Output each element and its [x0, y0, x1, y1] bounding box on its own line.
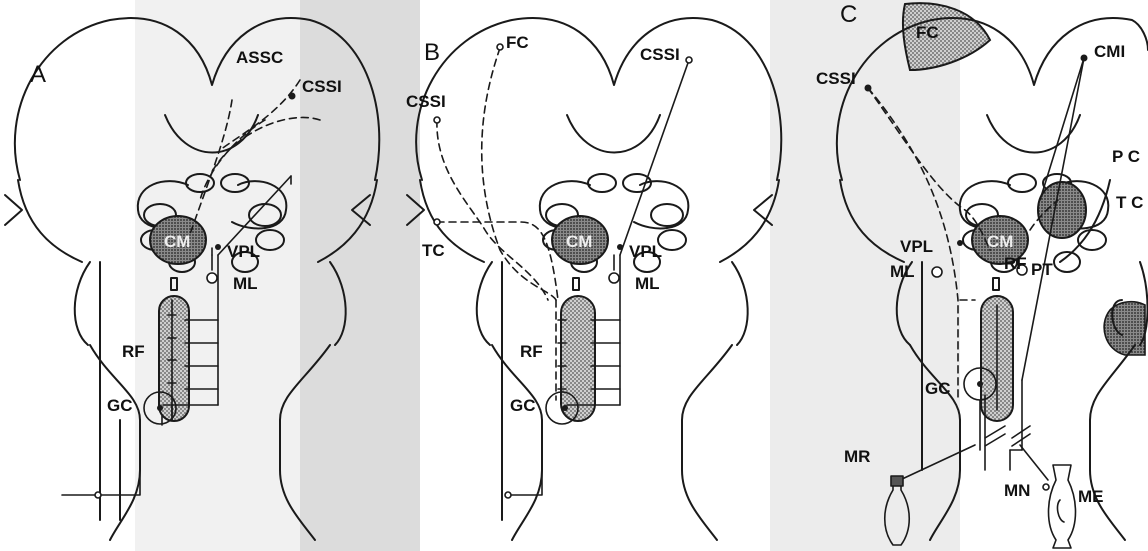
panel-c-letter: C	[840, 1, 857, 28]
cmi-neuron-c	[1081, 55, 1088, 62]
label-vpl-a: VPL	[227, 242, 260, 261]
label-fc-c: FC	[916, 23, 939, 42]
gc-neuron-c	[977, 381, 983, 387]
gc-neuron-a	[157, 405, 163, 411]
vpl-neuron-c	[957, 240, 963, 246]
label-tc-b: TC	[422, 241, 445, 260]
label-vpl-b: VPL	[629, 242, 662, 261]
cssi-neuron-b-right	[686, 57, 692, 63]
label-me: ME	[1078, 487, 1104, 506]
label-gc-b: GC	[510, 396, 536, 415]
tc-region-c	[1104, 302, 1145, 355]
ml-fiber-c	[932, 267, 942, 277]
peripheral-input-b	[505, 492, 511, 498]
label-cssi-b-left: CSSI	[406, 92, 446, 111]
ml-fiber-a	[207, 273, 217, 283]
gc-neuron-b	[562, 405, 568, 411]
bg-patch-right	[770, 0, 960, 551]
label-gc-c: GC	[925, 379, 951, 398]
muscle-effector-c	[1049, 465, 1076, 548]
vpl-neuron-a	[215, 244, 221, 250]
brain-outline-b	[407, 18, 781, 540]
label-assc: ASSC	[236, 48, 283, 67]
label-cm-b: CM	[566, 232, 592, 251]
tc-neuron-b	[434, 219, 440, 225]
panel-b: B FC CSSI CSSI CM VPL TC ML RF GC	[406, 18, 781, 540]
label-gc-a: GC	[107, 396, 133, 415]
cssi-neuron-b-left	[434, 117, 440, 123]
pathways-b	[506, 60, 689, 495]
label-pt: PT	[1031, 260, 1053, 279]
ml-fiber-b	[609, 273, 619, 283]
panel-b-letter: B	[424, 39, 440, 66]
mn-neuron-c	[1043, 484, 1049, 490]
label-ml-a: ML	[233, 274, 258, 293]
label-mn: MN	[1004, 481, 1030, 500]
label-rf-a: RF	[122, 342, 145, 361]
label-ml-c: ML	[890, 262, 915, 281]
label-cm-a: CM	[164, 232, 190, 251]
peripheral-input-a	[95, 492, 101, 498]
label-pc: P C	[1112, 147, 1140, 166]
fc-neuron-b	[497, 44, 503, 50]
cssi-neuron-c	[865, 85, 872, 92]
reticular-formation-b	[561, 296, 595, 421]
label-tc-c: T C	[1116, 193, 1143, 212]
label-mr: MR	[844, 447, 870, 466]
panel-a-letter: A	[30, 61, 46, 88]
label-fc-b: FC	[506, 33, 529, 52]
cssi-neuron-a	[289, 93, 296, 100]
label-cssi-a: CSSI	[302, 77, 342, 96]
vpl-neuron-b	[617, 244, 623, 250]
ipsilateral-nucleus-c	[1038, 182, 1086, 238]
label-cssi-c: CSSI	[816, 69, 856, 88]
label-vpl-c: VPL	[900, 237, 933, 256]
label-rf-b: RF	[520, 342, 543, 361]
label-cssi-b-right: CSSI	[640, 45, 680, 64]
label-rf-c: RF	[1004, 254, 1027, 273]
label-ml-b: ML	[635, 274, 660, 293]
label-cm-c: CM	[987, 232, 1013, 251]
label-cmi: CMI	[1094, 42, 1125, 61]
